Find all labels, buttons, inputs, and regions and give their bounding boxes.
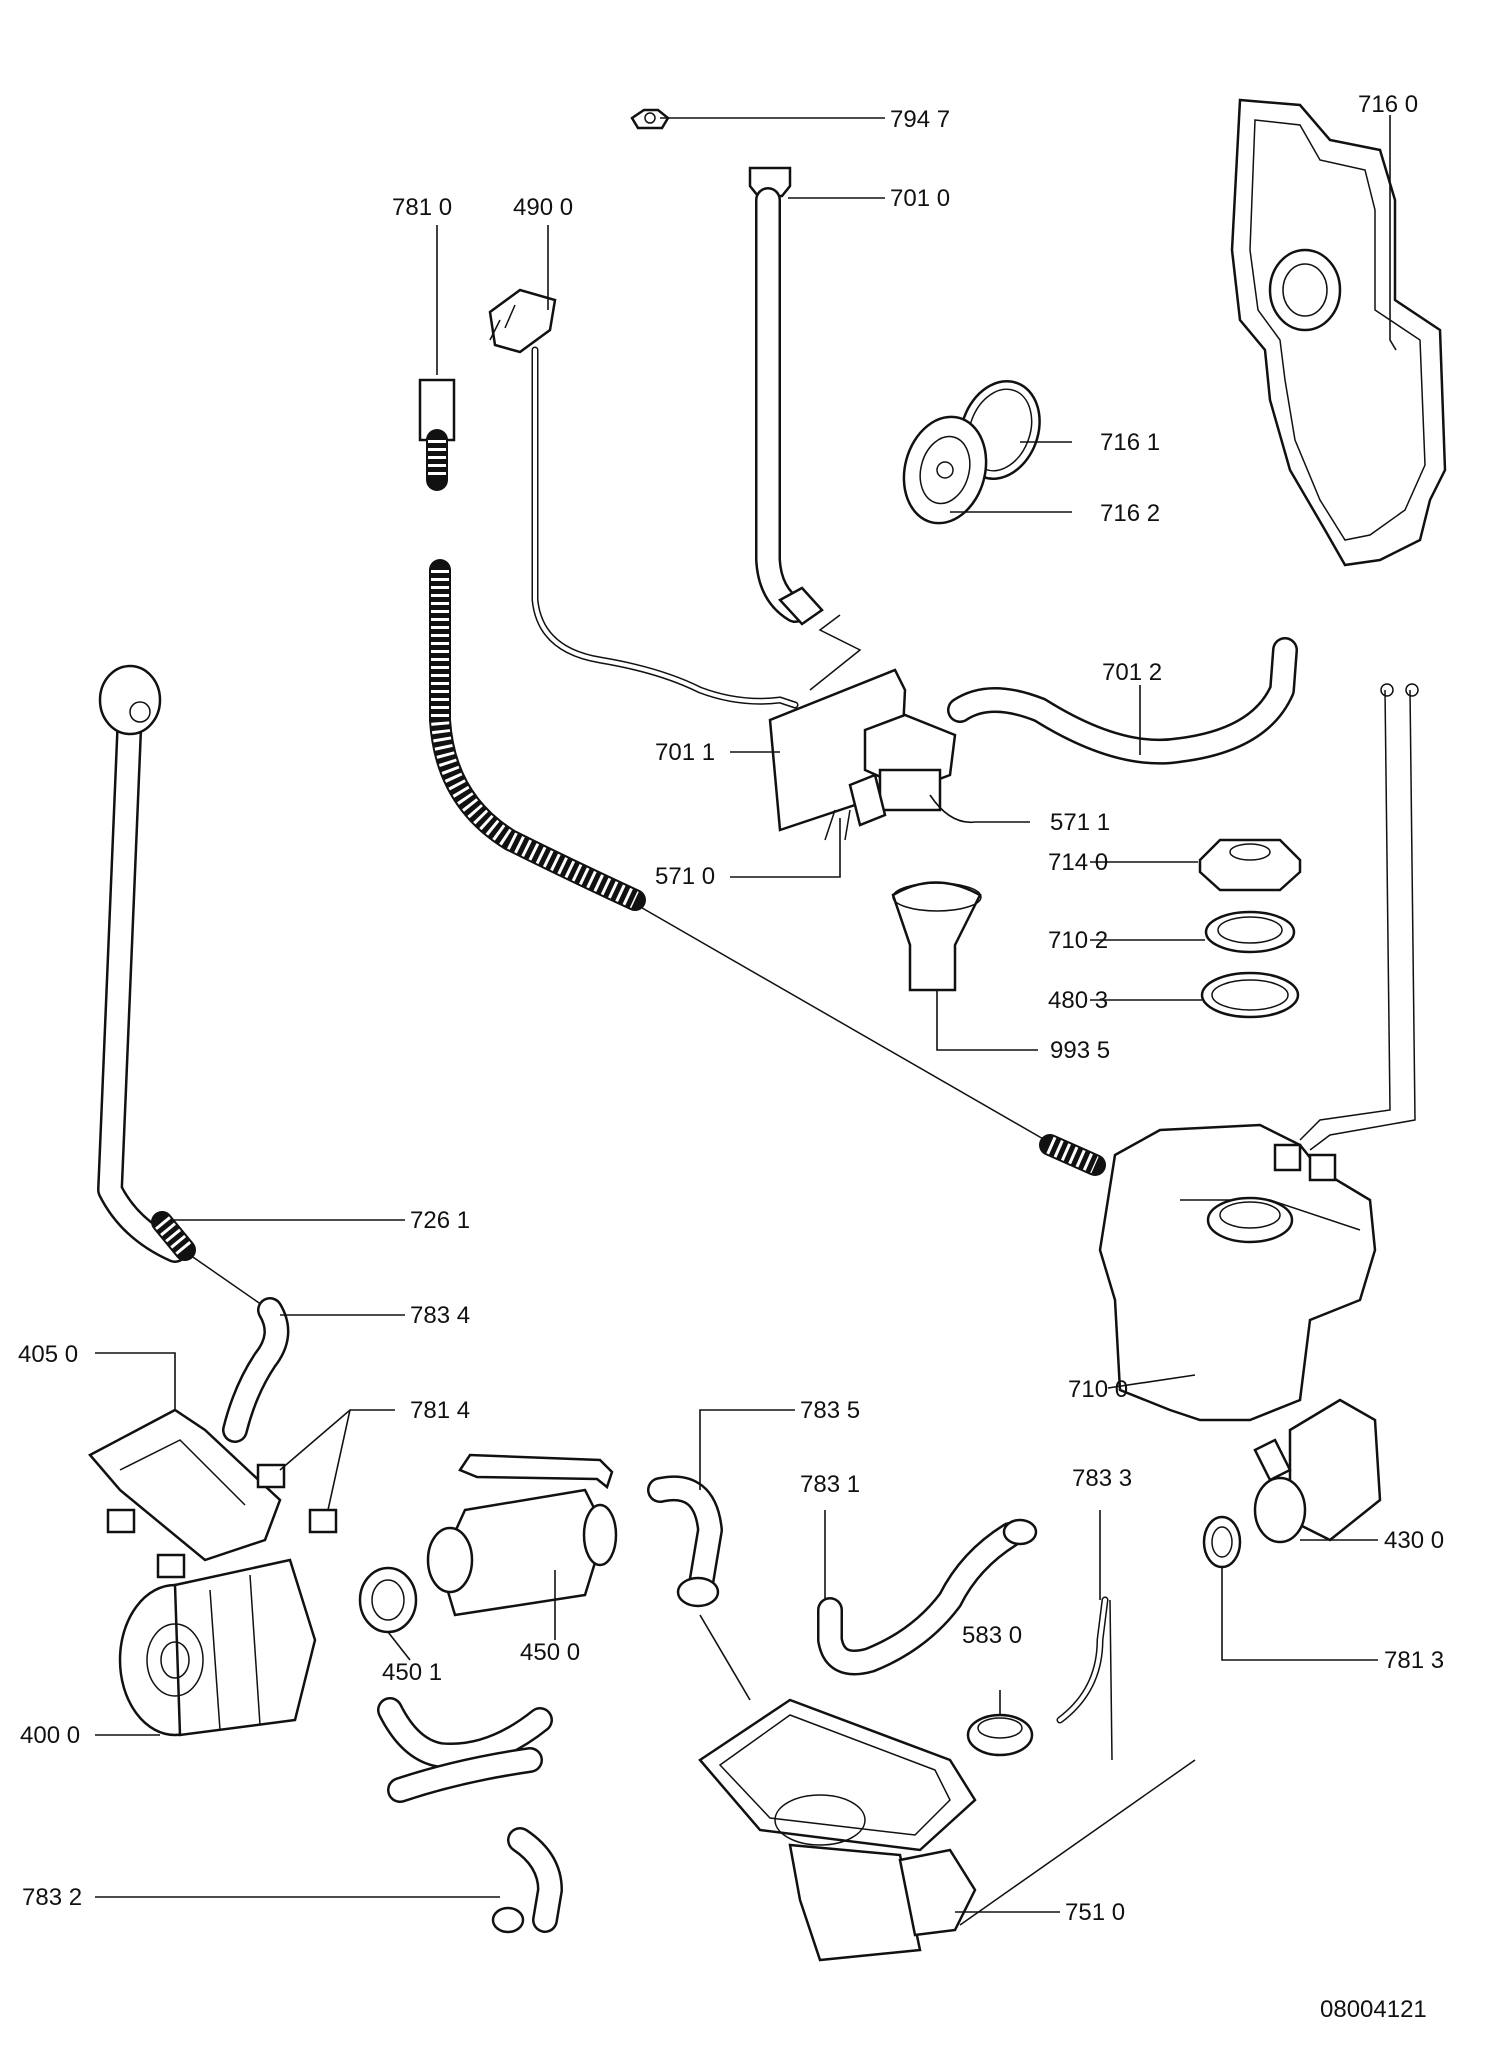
label-7102: 710 2	[1048, 927, 1108, 954]
part-labels: 794 7 701 0 716 0 781 0 490 0 716 1 716 …	[18, 91, 1444, 2023]
part-power-cable-4900	[488, 288, 799, 709]
part-cap-7140	[1198, 838, 1302, 892]
label-7161: 716 1	[1100, 429, 1160, 456]
part-sump-7510	[698, 1698, 977, 1962]
part-hose-7012	[947, 637, 1298, 765]
label-7100: 710 0	[1068, 1376, 1128, 1403]
label-7012: 701 2	[1102, 659, 1162, 686]
part-circulation-pump-4000	[118, 1558, 317, 1737]
label-7832: 783 2	[22, 1884, 82, 1911]
label-5711: 571 1	[1050, 809, 1110, 836]
part-clips-7814	[106, 1463, 338, 1579]
part-cover-plate-7160	[1230, 98, 1447, 567]
part-hose-7831	[817, 1518, 1038, 1676]
label-7261: 726 1	[410, 1207, 470, 1234]
label-7835: 783 5	[800, 1397, 860, 1424]
part-gasket-4803	[1200, 971, 1300, 1019]
label-7010: 701 0	[890, 185, 950, 212]
part-inlet-pipe-7010	[748, 166, 824, 626]
label-4803: 480 3	[1048, 987, 1108, 1014]
leader-lines	[95, 115, 1397, 1926]
label-7162: 716 2	[1100, 500, 1160, 527]
part-softener-7100	[1098, 1123, 1377, 1422]
label-4501: 450 1	[382, 1659, 442, 1686]
part-bracket-4050	[88, 1408, 282, 1562]
part-ring-7813	[1202, 1515, 1242, 1569]
part-filter-disc-7162	[902, 415, 988, 525]
label-7510: 751 0	[1065, 1899, 1125, 1926]
part-vent-tube	[1299, 683, 1419, 1151]
part-elbow-7835	[647, 1475, 723, 1608]
part-nut-7947	[630, 108, 670, 130]
part-drain-hose-7810	[418, 378, 1106, 1176]
label-7831: 783 1	[800, 1471, 860, 1498]
label-5710: 571 0	[655, 863, 715, 890]
label-5830: 583 0	[962, 1622, 1022, 1649]
part-valve-assembly	[768, 614, 957, 841]
label-4000: 400 0	[20, 1722, 80, 1749]
label-4300: 430 0	[1384, 1527, 1444, 1554]
label-7947: 794 7	[890, 106, 950, 133]
label-7833: 783 3	[1072, 1465, 1132, 1492]
label-4500: 450 0	[520, 1639, 580, 1666]
part-connector-4501	[358, 1566, 418, 1634]
part-hose-7834	[222, 1297, 290, 1443]
part-hose-7833	[1056, 1596, 1113, 1761]
label-4050: 405 0	[18, 1341, 78, 1368]
part-funnel-9935	[891, 881, 982, 992]
label-9935: 993 5	[1050, 1037, 1110, 1064]
label-7813: 781 3	[1384, 1647, 1444, 1674]
label-4900: 490 0	[513, 194, 573, 221]
label-7160: 716 0	[1358, 91, 1418, 118]
label-7140: 714 0	[1048, 849, 1108, 876]
label-7011: 701 1	[655, 739, 715, 766]
part-heater-4500	[426, 1453, 618, 1617]
drawing-id: 08004121	[1320, 1996, 1427, 2023]
label-7814: 781 4	[410, 1397, 470, 1424]
part-pressure-switch-5830	[966, 1713, 1034, 1757]
part-hose-7261	[97, 664, 263, 1306]
part-hose-7832	[377, 1697, 563, 1934]
label-7810: 781 0	[392, 194, 452, 221]
part-ring-7102	[1204, 910, 1296, 954]
label-7834: 783 4	[410, 1302, 470, 1329]
part-pump-4300	[1253, 1398, 1382, 1544]
